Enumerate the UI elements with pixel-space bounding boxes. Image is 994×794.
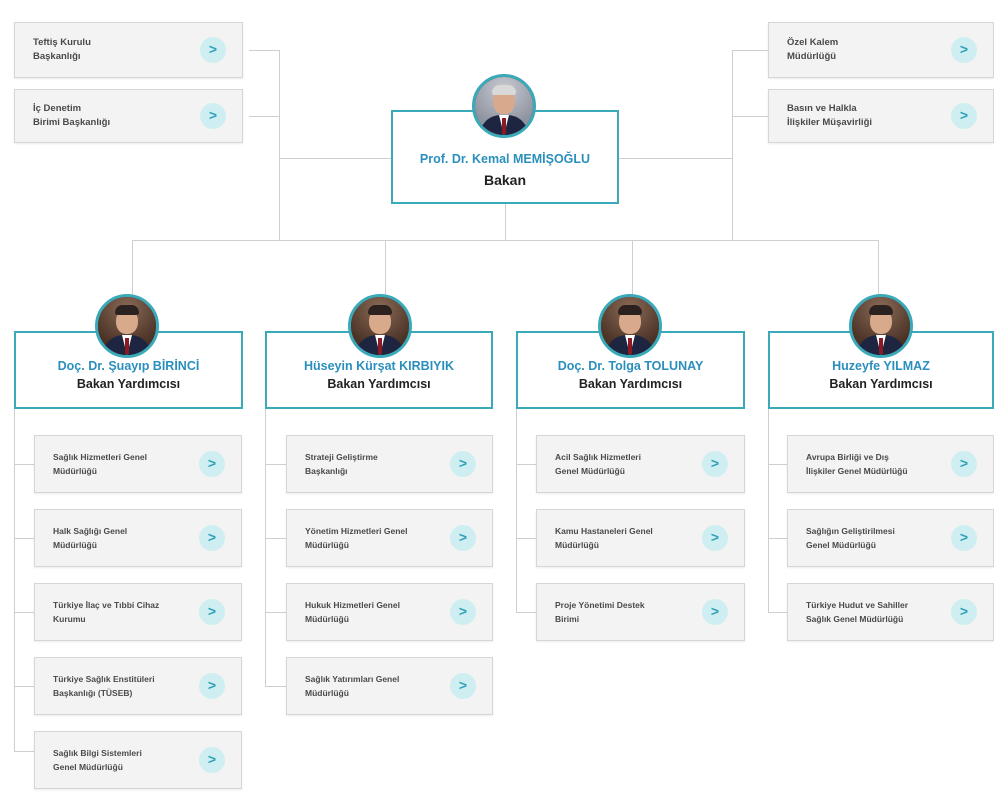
chevron-right-icon[interactable]: > [951, 103, 977, 129]
deputy-avatar-1 [348, 294, 412, 358]
deputy-avatar-0 [95, 294, 159, 358]
unit-box-d1-2[interactable]: Hukuk Hizmetleri Genel Müdürlüğü > [286, 583, 493, 641]
unit-label: Teftiş Kurulu Başkanlığı [33, 37, 91, 62]
unit-label: Sağlık Bilgi Sistemleri Genel Müdürlüğü [53, 748, 142, 772]
unit-label: Kamu Hastaneleri Genel Müdürlüğü [555, 526, 653, 550]
deputy-title: Bakan Yardımcısı [76, 377, 181, 391]
unit-box-d3-0[interactable]: Avrupa Birliği ve Dış İlişkiler Genel Mü… [787, 435, 994, 493]
chevron-right-icon[interactable]: > [200, 103, 226, 129]
unit-label: Türkiye İlaç ve Tıbbi Cihaz Kurumu [53, 600, 160, 624]
chevron-right-icon[interactable]: > [199, 451, 225, 477]
deputy-name: Huzeyfe YILMAZ [832, 359, 930, 373]
unit-label: Acil Sağlık Hizmetleri Genel Müdürlüğü [555, 452, 641, 476]
deputy-name: Hüseyin Kürşat KIRBIYIK [303, 359, 455, 373]
chevron-right-icon[interactable]: > [450, 673, 476, 699]
unit-box-d0-1[interactable]: Halk Sağlığı Genel Müdürlüğü > [34, 509, 242, 567]
deputy-name: Doç. Dr. Tolga TOLUNAY [557, 359, 704, 373]
unit-label: Türkiye Hudut ve Sahiller Sağlık Genel M… [806, 600, 909, 624]
unit-box-right-1[interactable]: Basın ve Halkla İlişkiler Müşavirliği > [768, 89, 994, 143]
unit-label: Özel Kalem Müdürlüğü [787, 37, 839, 62]
unit-box-d1-1[interactable]: Yönetim Hizmetleri Genel Müdürlüğü > [286, 509, 493, 567]
chevron-right-icon[interactable]: > [199, 599, 225, 625]
chevron-right-icon[interactable]: > [450, 525, 476, 551]
chevron-right-icon[interactable]: > [199, 525, 225, 551]
unit-label: Sağlık Hizmetleri Genel Müdürlüğü [53, 452, 148, 476]
deputy-name: Doç. Dr. Şuayıp BİRİNCİ [57, 359, 200, 373]
chevron-right-icon[interactable]: > [199, 747, 225, 773]
unit-box-right-0[interactable]: Özel Kalem Müdürlüğü > [768, 22, 994, 78]
unit-box-d2-2[interactable]: Proje Yönetimi Destek Birimi > [536, 583, 745, 641]
unit-label: İç Denetim Birimi Başkanlığı [33, 103, 111, 128]
unit-label: Türkiye Sağlık Enstitüleri Başkanlığı (T… [53, 674, 155, 698]
minister-avatar [472, 74, 536, 138]
deputy-card-2[interactable]: Doç. Dr. Tolga TOLUNAY Bakan Yardımcısı [516, 331, 745, 409]
unit-box-left-1[interactable]: İç Denetim Birimi Başkanlığı > [14, 89, 243, 143]
unit-box-d3-1[interactable]: Sağlığın Geliştirilmesi Genel Müdürlüğü … [787, 509, 994, 567]
deputy-avatar-3 [849, 294, 913, 358]
unit-box-left-0[interactable]: Teftiş Kurulu Başkanlığı > [14, 22, 243, 78]
unit-label: Halk Sağlığı Genel Müdürlüğü [53, 526, 128, 550]
unit-box-d3-2[interactable]: Türkiye Hudut ve Sahiller Sağlık Genel M… [787, 583, 994, 641]
chevron-right-icon[interactable]: > [951, 451, 977, 477]
chevron-right-icon[interactable]: > [450, 451, 476, 477]
unit-label: Avrupa Birliği ve Dış İlişkiler Genel Mü… [806, 452, 908, 476]
deputy-title: Bakan Yardımcısı [327, 377, 431, 391]
deputy-title: Bakan Yardımcısı [829, 377, 933, 391]
unit-box-d0-2[interactable]: Türkiye İlaç ve Tıbbi Cihaz Kurumu > [34, 583, 242, 641]
unit-label: Basın ve Halkla İlişkiler Müşavirliği [787, 103, 873, 128]
unit-label: Sağlık Yatırımları Genel Müdürlüğü [305, 674, 400, 698]
unit-box-d1-0[interactable]: Strateji Geliştirme Başkanlığı > [286, 435, 493, 493]
minister-name: Prof. Dr. Kemal MEMİŞOĞLU [419, 152, 591, 166]
minister-title: Bakan [483, 172, 527, 188]
chevron-right-icon[interactable]: > [450, 599, 476, 625]
deputy-avatar-2 [598, 294, 662, 358]
chevron-right-icon[interactable]: > [702, 525, 728, 551]
unit-label: Proje Yönetimi Destek Birimi [555, 600, 645, 624]
unit-box-d2-1[interactable]: Kamu Hastaneleri Genel Müdürlüğü > [536, 509, 745, 567]
unit-box-d2-0[interactable]: Acil Sağlık Hizmetleri Genel Müdürlüğü > [536, 435, 745, 493]
unit-box-d0-4[interactable]: Sağlık Bilgi Sistemleri Genel Müdürlüğü … [34, 731, 242, 789]
chevron-right-icon[interactable]: > [200, 37, 226, 63]
chevron-right-icon[interactable]: > [951, 525, 977, 551]
unit-label: Strateji Geliştirme Başkanlığı [305, 452, 378, 476]
unit-box-d0-0[interactable]: Sağlık Hizmetleri Genel Müdürlüğü > [34, 435, 242, 493]
chevron-right-icon[interactable]: > [951, 599, 977, 625]
unit-label: Sağlığın Geliştirilmesi Genel Müdürlüğü [806, 526, 895, 550]
chevron-right-icon[interactable]: > [951, 37, 977, 63]
chevron-right-icon[interactable]: > [702, 451, 728, 477]
unit-label: Yönetim Hizmetleri Genel Müdürlüğü [305, 526, 408, 550]
unit-box-d1-3[interactable]: Sağlık Yatırımları Genel Müdürlüğü > [286, 657, 493, 715]
unit-label: Hukuk Hizmetleri Genel Müdürlüğü [305, 600, 400, 624]
unit-box-d0-3[interactable]: Türkiye Sağlık Enstitüleri Başkanlığı (T… [34, 657, 242, 715]
chevron-right-icon[interactable]: > [702, 599, 728, 625]
deputy-title: Bakan Yardımcısı [578, 377, 683, 391]
chevron-right-icon[interactable]: > [199, 673, 225, 699]
